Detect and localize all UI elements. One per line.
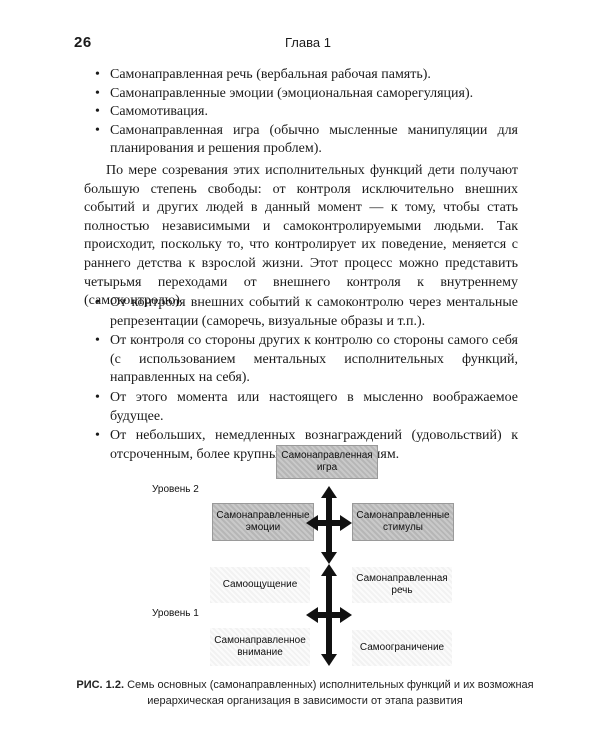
box-self-directed-attention: Самонаправленное внимание (210, 628, 310, 666)
upper-cross-arrow (306, 486, 352, 564)
bullet-icon: • (95, 389, 100, 405)
list-item: •Самонаправленная игра (обычно мысленные… (95, 122, 518, 157)
arrows-diagram (306, 486, 352, 666)
box-self-directed-speech: Самонаправленная речь (352, 567, 452, 603)
level-1-label: Уровень 1 (152, 608, 199, 619)
bullet-icon: • (95, 67, 100, 82)
bullet-icon: • (95, 85, 100, 101)
body-paragraph: По мере созревания этих исполнительных ф… (84, 163, 518, 309)
box-self-directed-stimuli: Самонаправленные стимулы (352, 503, 454, 541)
caption-label: РИС. 1.2. (76, 679, 125, 691)
bullet-icon: • (95, 428, 100, 444)
bullet-list-transitions: •От контроля внешних событий к самоконтр… (84, 294, 518, 465)
page-number: 26 (74, 34, 92, 51)
list-item: •Самонаправленные эмоции (эмоциональная … (84, 85, 518, 104)
page-header: 26 Глава 1 (0, 34, 600, 54)
list-item: •Самонаправленная речь (вербальная рабоч… (84, 66, 518, 85)
bullet-icon: • (95, 104, 100, 120)
level-2-label: Уровень 2 (152, 484, 199, 495)
hierarchy-figure: Уровень 2 Уровень 1 Самонаправленная игр… (84, 440, 524, 680)
box-self-directed-play: Самонаправленная игра (276, 445, 378, 479)
box-self-sensation: Самоощущение (210, 567, 310, 603)
lower-cross-arrow (306, 564, 352, 666)
chapter-title: Глава 1 (285, 35, 331, 50)
bullet-icon: • (95, 122, 100, 138)
bullet-icon: • (95, 333, 100, 349)
box-self-directed-emotions: Самонаправленные эмоции (212, 503, 314, 541)
list-item: •От контроля со стороны других к контрол… (95, 333, 518, 386)
bullet-icon: • (95, 295, 100, 310)
list-item: •От контроля внешних событий к самоконтр… (95, 295, 518, 329)
list-item: •От этого момента или настоящего в мысле… (95, 389, 518, 424)
box-self-restraint: Самоограничение (352, 630, 452, 666)
figure-caption: РИС. 1.2. Семь основных (самонаправленны… (40, 677, 570, 709)
list-item: •Самомотивация. (84, 103, 518, 122)
bullet-list-functions: •Самонаправленная речь (вербальная рабоч… (84, 66, 518, 159)
caption-text: Семь основных (самонаправленных) исполни… (127, 679, 534, 707)
